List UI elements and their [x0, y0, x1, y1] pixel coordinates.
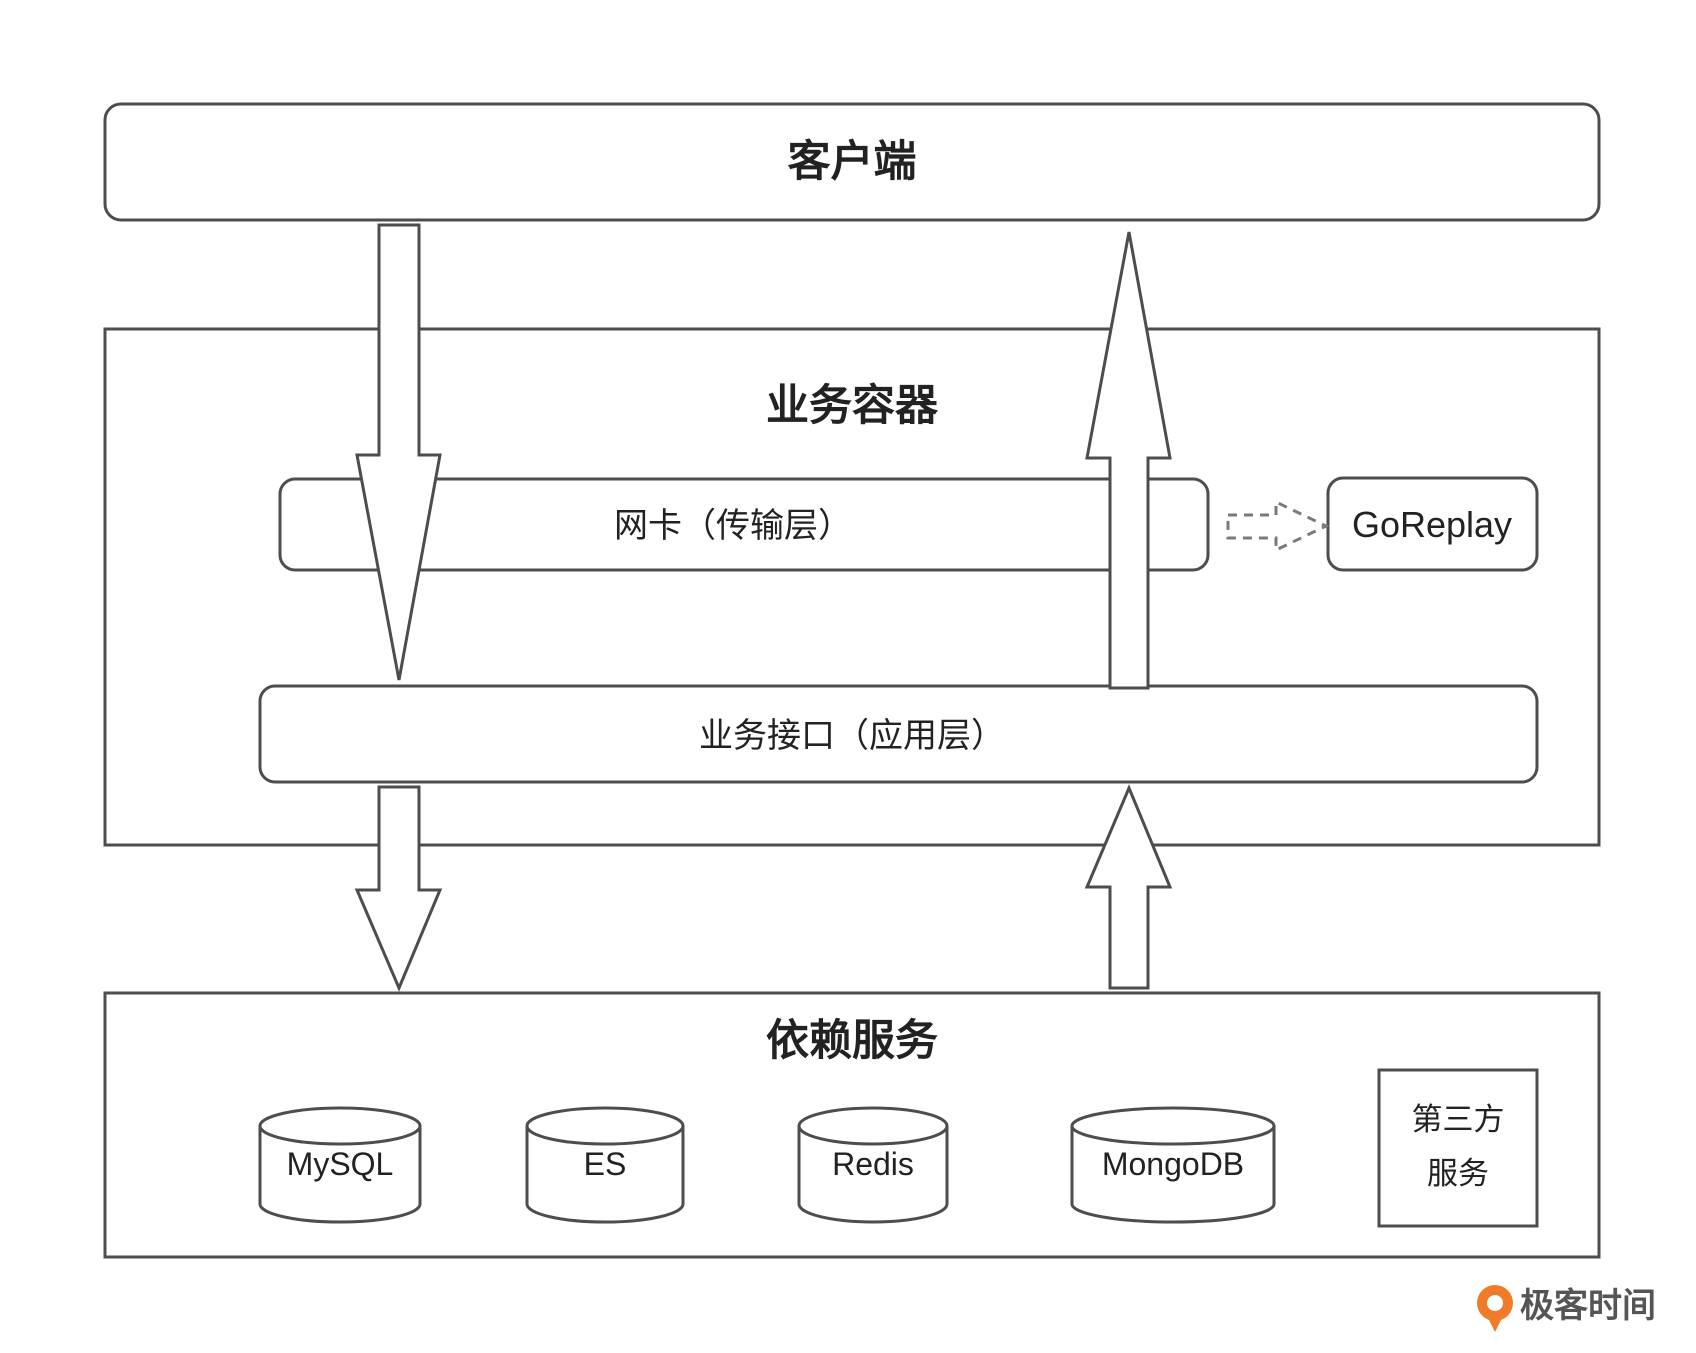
geektime-logo-text: 极客时间: [1520, 1286, 1656, 1326]
goreplay-box: [1326, 476, 1539, 572]
nic-layer-box: [278, 477, 1210, 572]
database-es: ES: [525, 1106, 685, 1224]
geektime-watermark: 极客时间: [1477, 1285, 1656, 1332]
database-cylinder-body: [1070, 1126, 1276, 1224]
database-redis: Redis: [797, 1106, 949, 1224]
database-cylinder-body: [258, 1126, 422, 1224]
client-box: [103, 102, 1601, 222]
geektime-logo-icon: [1477, 1285, 1513, 1332]
request-arrow-down: [355, 223, 442, 681]
database-cylinder-body: [797, 1126, 949, 1224]
api-layer-label: 业务接口（应用层）: [699, 716, 1005, 756]
nic-layer-label: 网卡（传输层）: [614, 506, 852, 546]
dependency-call-arrow-down: [354, 785, 443, 992]
third-party-box: [1377, 1068, 1539, 1228]
response-arrow-up: [1085, 231, 1172, 690]
database-cylinder-top: [525, 1106, 685, 1146]
database-mongodb: MongoDB: [1070, 1106, 1276, 1224]
api-layer-box: [258, 684, 1539, 784]
third-party-service: 第三方 服务: [1377, 1068, 1539, 1228]
database-cylinder-top: [1070, 1106, 1276, 1146]
database-label: MySQL: [287, 1146, 394, 1182]
business-container-label: 业务容器: [766, 381, 939, 431]
database-cylinder-top: [797, 1106, 949, 1146]
goreplay-node: GoReplay: [1326, 476, 1539, 572]
third-party-label-line2: 服务: [1427, 1156, 1489, 1192]
client-label: 客户端: [788, 137, 917, 187]
database-cylinder-top: [258, 1106, 422, 1146]
third-party-label-line1: 第三方: [1412, 1102, 1505, 1138]
business-container: 业务容器 网卡（传输层） 业务接口（应用层）: [103, 327, 1601, 847]
database-label: Redis: [832, 1146, 914, 1182]
database-label: MongoDB: [1102, 1146, 1244, 1182]
dependency-services-label: 依赖服务: [766, 1016, 938, 1066]
database-cylinder-body: [525, 1126, 685, 1224]
mirror-arrow: [1226, 499, 1330, 553]
dependency-return-arrow-up: [1084, 784, 1173, 990]
database-mysql: MySQL: [258, 1106, 422, 1224]
client-node: 客户端: [103, 102, 1601, 222]
goreplay-label: GoReplay: [1352, 504, 1512, 545]
database-label: ES: [584, 1146, 627, 1182]
dependency-services: 依赖服务 MySQL ES Redis MongoDB 第三方: [103, 991, 1601, 1259]
